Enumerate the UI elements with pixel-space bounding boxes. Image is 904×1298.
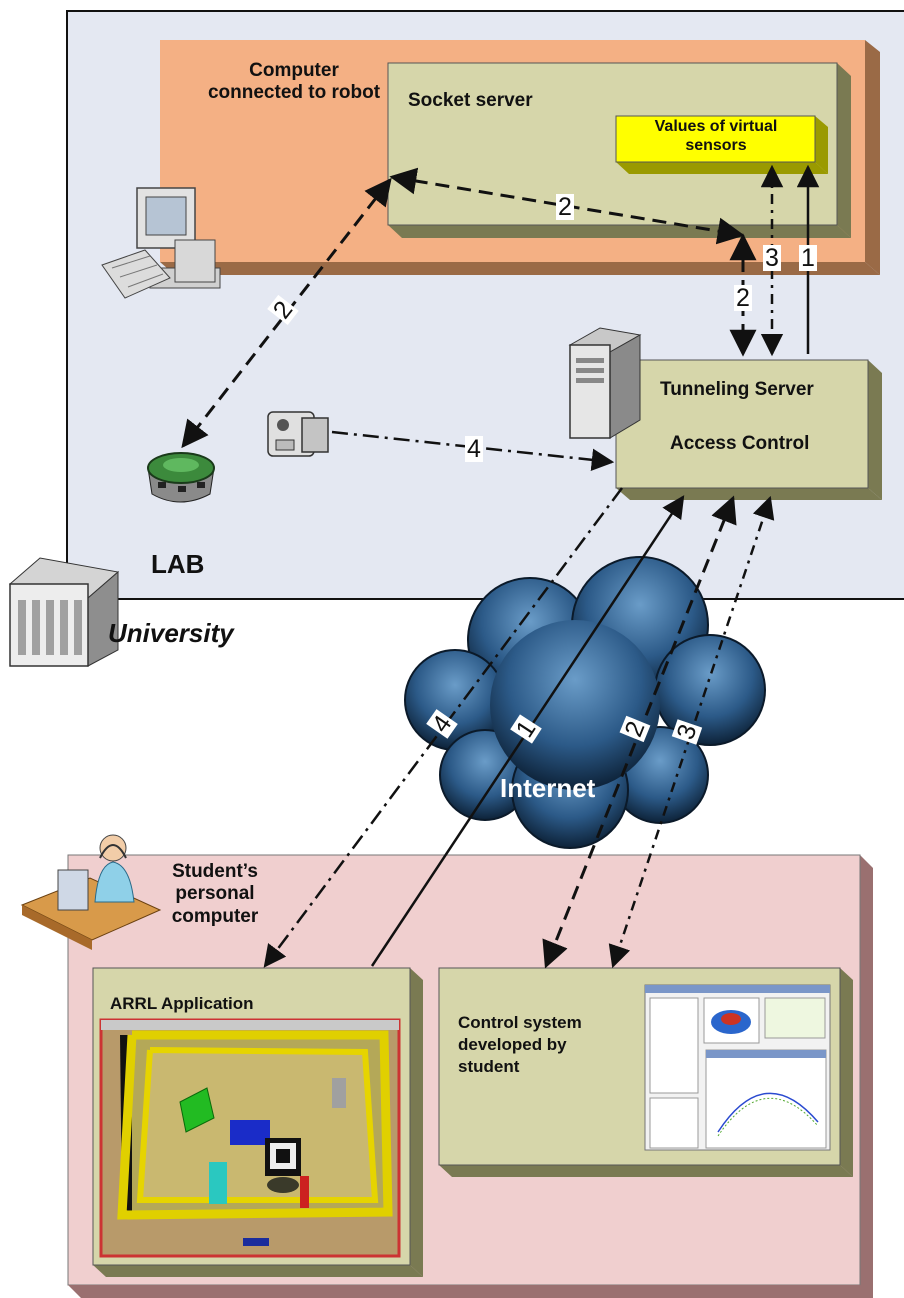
- arrow-number-3-up: 3: [763, 244, 781, 272]
- arrow-number-2-socket: 2: [556, 193, 574, 221]
- arrow-3-control-tunnel: [608, 495, 775, 969]
- virtual-sensors-label: Values of virtual sensors: [654, 118, 778, 154]
- internet-cloud: [404, 556, 766, 849]
- robot-icon: [147, 452, 215, 503]
- lab-label: LAB: [151, 549, 205, 579]
- access-control-label: Access Control: [670, 433, 810, 454]
- student-zone-side: [860, 855, 873, 1298]
- student-pc-label: Student’s personal computer: [171, 861, 259, 927]
- computer-zone-side: [865, 40, 880, 275]
- arrl-box-bottom: [93, 1265, 423, 1277]
- arrow-number-4-camera: 4: [465, 435, 483, 463]
- control-system-label: Control system developed by student: [458, 1013, 582, 1077]
- camera-icon: [267, 411, 329, 457]
- socket-server-side: [837, 63, 851, 238]
- tunneling-server-label: Tunneling Server: [660, 379, 814, 400]
- control-box-side: [840, 968, 853, 1177]
- university-label: University: [108, 618, 234, 648]
- arrl-screenshot: [99, 1018, 401, 1258]
- server-tower-icon: [568, 327, 642, 439]
- control-box-bottom: [439, 1165, 853, 1177]
- student-at-desk-icon: [20, 834, 162, 950]
- tunneling-server-bottom: [616, 488, 882, 500]
- university-building-icon: [8, 557, 120, 667]
- tunneling-server-side: [868, 360, 882, 500]
- internet-label: Internet: [500, 773, 596, 803]
- sensor-box: [615, 115, 816, 163]
- tunneling-server-box: [615, 359, 869, 489]
- sensor-box-bottom: [616, 162, 828, 174]
- arrow-camera-to-tunnel: [331, 430, 615, 472]
- arrow-number-2-tunnel: 2: [734, 284, 752, 312]
- control-screenshot: [644, 984, 831, 1151]
- socket-server-label: Socket server: [408, 90, 533, 111]
- arrow-socket-to-robot: [181, 177, 392, 449]
- arrl-box-side: [410, 968, 423, 1277]
- computer-connected-label: Computer connected to robot: [207, 60, 381, 104]
- student-zone-bottom: [68, 1285, 873, 1298]
- arrow-number-1-up: 1: [799, 244, 817, 272]
- sensor-box-side: [815, 116, 828, 174]
- arrl-app-label: ARRL Application: [110, 994, 254, 1013]
- socket-server-bottom: [388, 225, 851, 238]
